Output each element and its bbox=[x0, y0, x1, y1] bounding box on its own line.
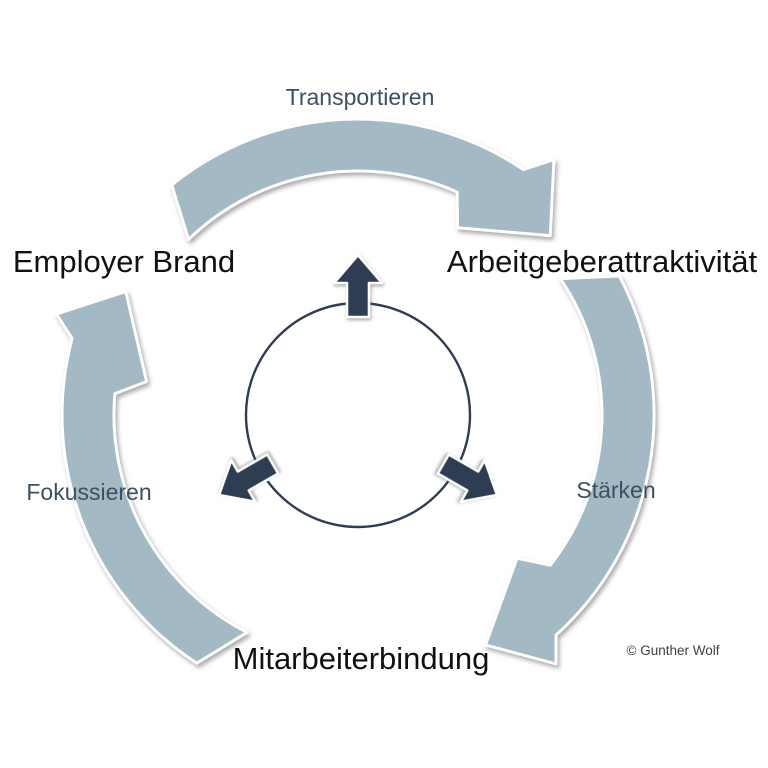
flow-arc-transportieren bbox=[170, 117, 556, 241]
flow-arc-staerken bbox=[484, 274, 656, 666]
center-circle bbox=[244, 301, 472, 529]
center-arrow-lower-left-icon bbox=[217, 453, 280, 504]
node-label-employer-brand: Employer Brand bbox=[12, 244, 236, 279]
node-label-mitarbeiterbindung: Mitarbeiterbindung bbox=[232, 641, 490, 676]
flow-arc-fokussieren bbox=[54, 290, 249, 665]
center-arrow-lower-right-icon bbox=[436, 453, 499, 504]
center-arrow-up-icon bbox=[332, 253, 384, 319]
flow-label-staerken: Stärken bbox=[576, 477, 656, 503]
node-label-arbeitgeberattraktivitaet: Arbeitgeberattraktivität bbox=[446, 244, 758, 279]
flow-label-fokussieren: Fokussieren bbox=[26, 479, 152, 505]
flow-label-transportieren: Transportieren bbox=[285, 84, 435, 110]
copyright-credit: © Gunther Wolf bbox=[626, 643, 720, 658]
